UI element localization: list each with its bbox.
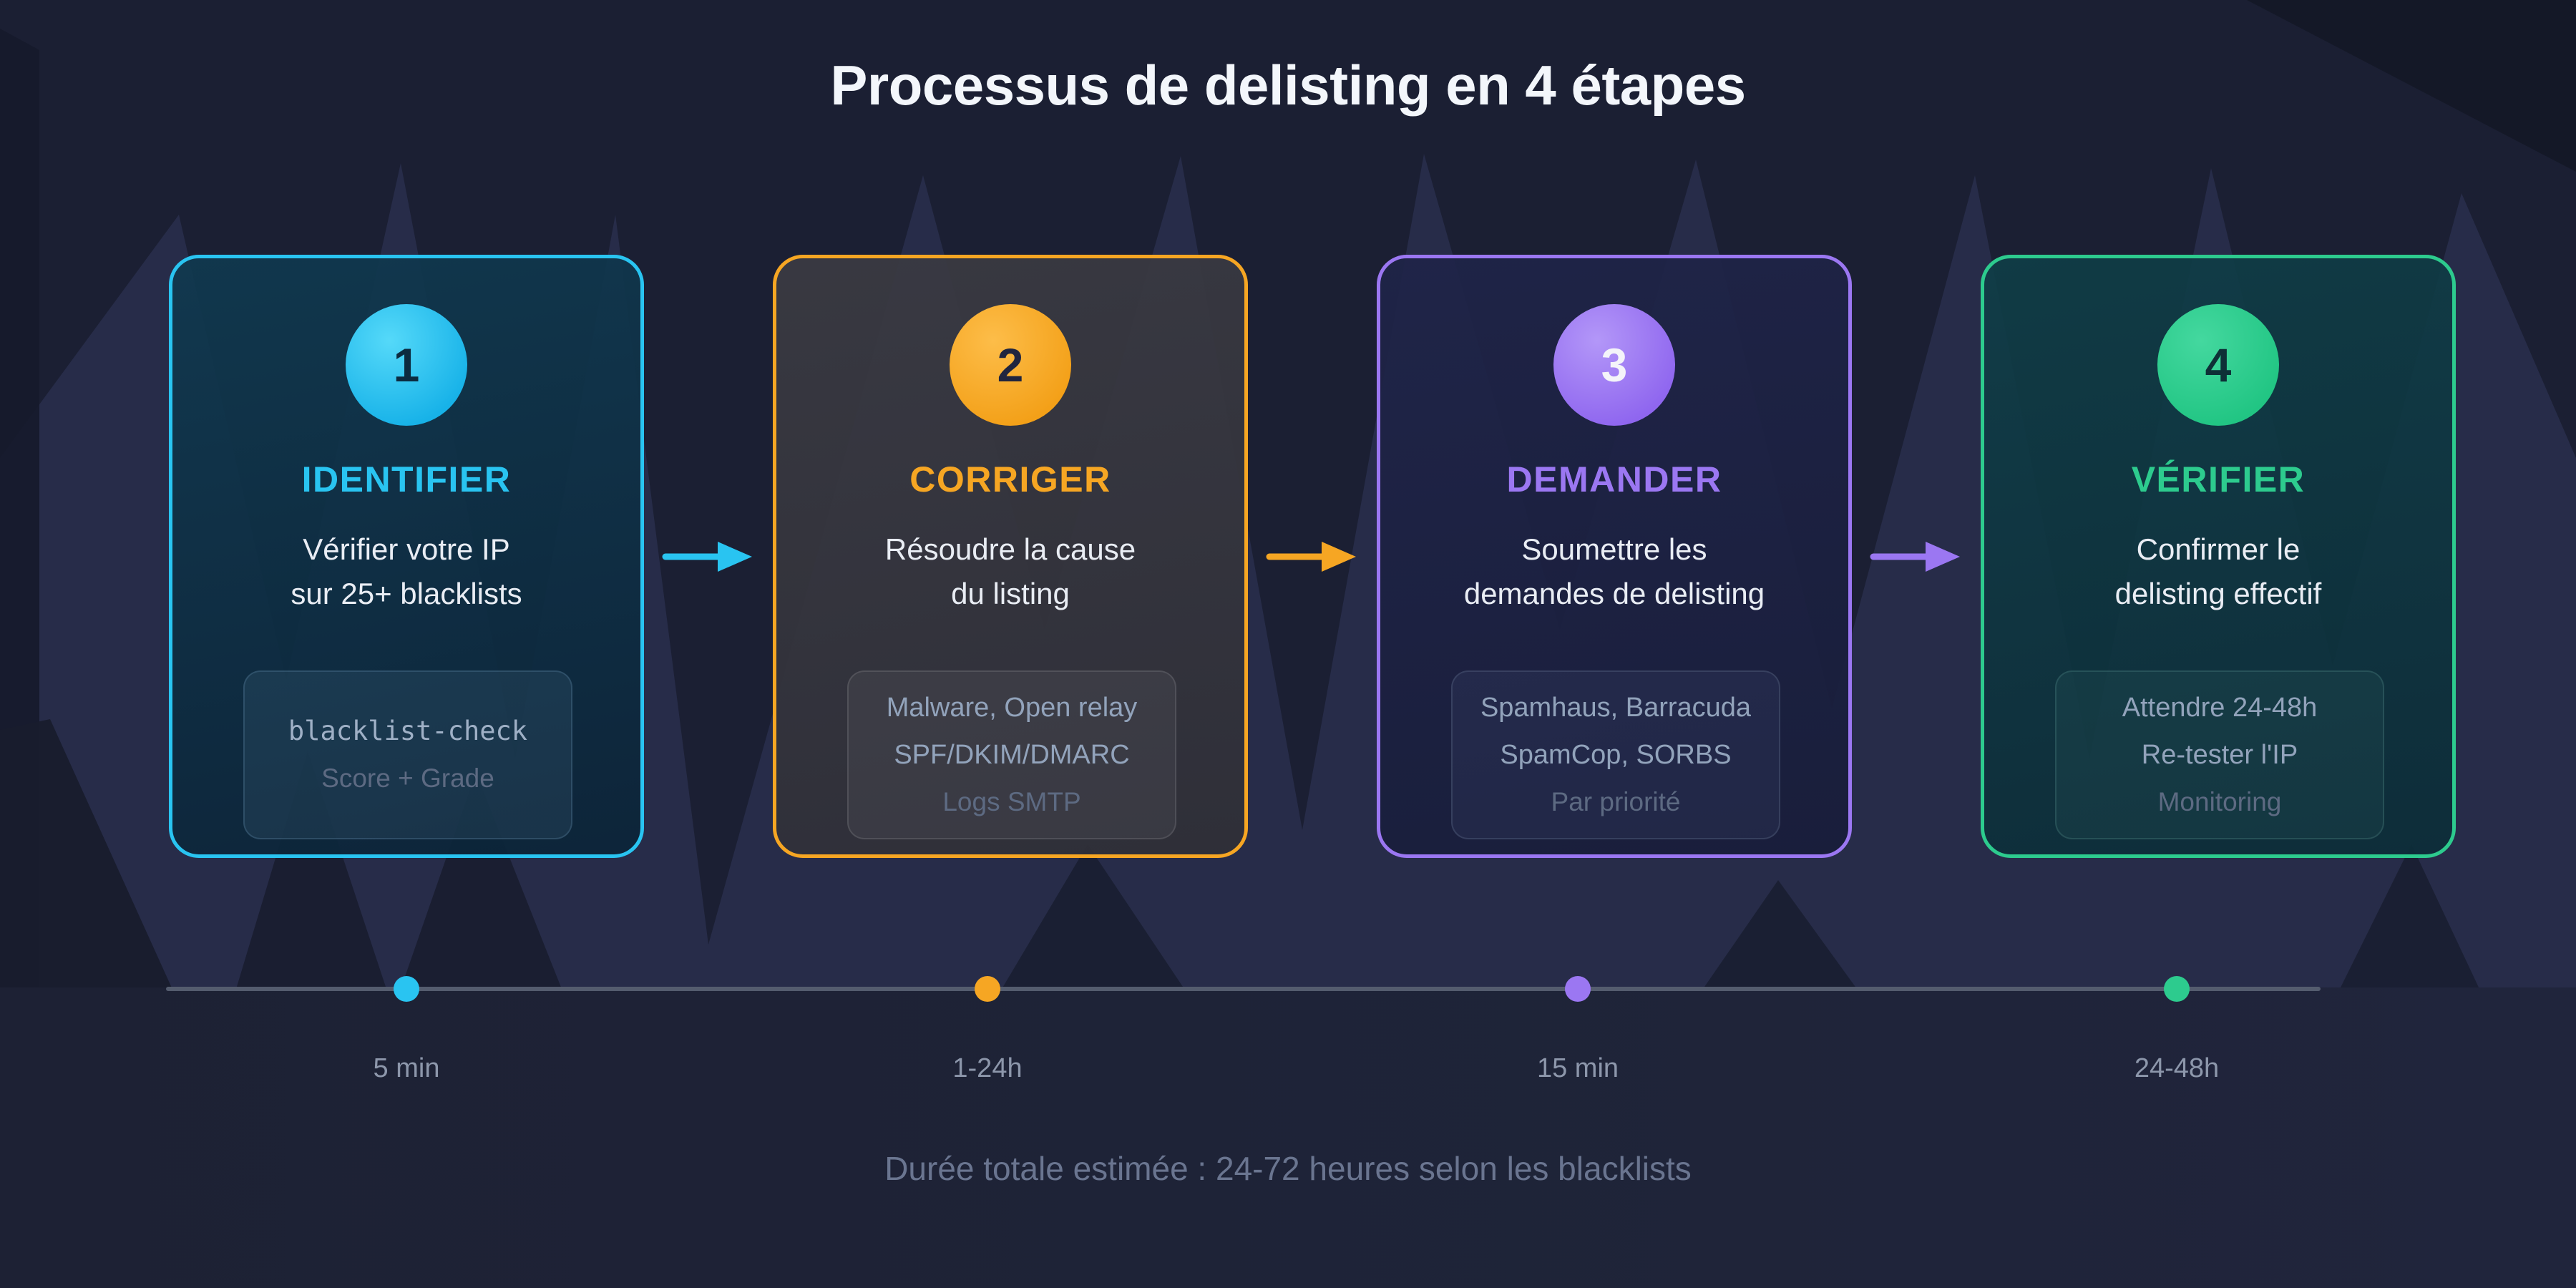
details-line: Re-tester l'IP xyxy=(2141,740,2298,770)
details-line: Malware, Open relay xyxy=(886,693,1138,723)
timeline-line xyxy=(166,987,2321,991)
step-card-demander: 3 DEMANDER Soumettre les demandes de del… xyxy=(1377,255,1852,858)
foreground-peak-shape xyxy=(2340,844,2479,989)
step-details-box: blacklist-check Score + Grade xyxy=(243,670,572,839)
step-description-line: Résoudre la cause xyxy=(884,532,1136,566)
total-duration-note: Durée totale estimée : 24-72 heures selo… xyxy=(884,1150,1692,1187)
step-number-badge: 3 xyxy=(1553,304,1675,426)
details-line: SPF/DKIM/DMARC xyxy=(894,740,1130,770)
foreground-peak-shape xyxy=(1703,880,1857,989)
details-line: Spamhaus, Barracuda xyxy=(1480,693,1752,723)
step-number: 3 xyxy=(1601,338,1628,391)
step-description: Résoudre la cause du listing xyxy=(885,527,1136,616)
step-number-badge: 1 xyxy=(346,304,467,426)
timeline-dot-step1 xyxy=(394,976,419,1002)
step-description-line: demandes de delisting xyxy=(1463,577,1765,610)
timeline-duration-step1: 5 min xyxy=(373,1053,440,1083)
step-card-identifier: 1 IDENTIFIER Vérifier votre IP sur 25+ b… xyxy=(169,255,644,858)
timeline-duration-step2: 1-24h xyxy=(952,1053,1023,1083)
step-description: Vérifier votre IP sur 25+ blacklists xyxy=(291,527,522,616)
step-description-line: delisting effectif xyxy=(2114,577,2322,610)
arrow-right-icon xyxy=(1870,542,1960,572)
details-line-muted: Logs SMTP xyxy=(942,787,1081,816)
step-details-box: Malware, Open relay SPF/DKIM/DMARC Logs … xyxy=(847,670,1176,839)
step-number: 2 xyxy=(997,338,1024,391)
timeline-duration-step3: 15 min xyxy=(1536,1053,1619,1083)
step-description-line: sur 25+ blacklists xyxy=(291,577,522,610)
step-description-line: Soumettre les xyxy=(1521,532,1707,566)
step-title: DEMANDER xyxy=(1506,459,1722,499)
arrow-right-icon xyxy=(1266,542,1356,572)
step-number: 4 xyxy=(2205,338,2232,391)
details-line-muted: Par priorité xyxy=(1551,787,1681,816)
details-line: blacklist-check xyxy=(288,716,528,746)
timeline-duration-step4: 24-48h xyxy=(2134,1053,2220,1083)
foreground-peak-shape xyxy=(236,751,386,989)
step-number-badge: 4 xyxy=(2157,304,2279,426)
step-description-line: Confirmer le xyxy=(2136,532,2301,566)
step-card-corriger: 2 CORRIGER Résoudre la cause du listing … xyxy=(773,255,1248,858)
corner-shade-shape xyxy=(2247,0,2576,172)
step-title: IDENTIFIER xyxy=(301,459,512,499)
step-description: Soumettre les demandes de delisting xyxy=(1464,527,1765,616)
page-title: Processus de delisting en 4 étapes xyxy=(830,54,1746,117)
details-line-muted: Score + Grade xyxy=(321,763,494,793)
details-line: Attendre 24-48h xyxy=(2122,693,2318,723)
step-description-line: Vérifier votre IP xyxy=(303,532,510,566)
step-details-box: Spamhaus, Barracuda SpamCop, SORBS Par p… xyxy=(1451,670,1780,839)
mountain-range-shape xyxy=(0,154,2576,989)
step-description-line: du listing xyxy=(951,577,1070,610)
step-number-badge: 2 xyxy=(950,304,1071,426)
step-title: CORRIGER xyxy=(909,459,1111,499)
details-line: SpamCop, SORBS xyxy=(1500,740,1732,770)
arrow-right-icon xyxy=(662,542,752,572)
step-card-verifier: 4 VÉRIFIER Confirmer le delisting effect… xyxy=(1981,255,2456,858)
details-line-muted: Monitoring xyxy=(2157,787,2282,816)
step-title: VÉRIFIER xyxy=(2131,459,2306,499)
timeline-dot-step4 xyxy=(2164,976,2190,1002)
foreground-peak-shape xyxy=(1002,844,1184,989)
timeline-dot-step2 xyxy=(975,976,1000,1002)
step-details-box: Attendre 24-48h Re-tester l'IP Monitorin… xyxy=(2055,670,2384,839)
step-description: Confirmer le delisting effectif xyxy=(2115,527,2322,616)
footer-ground-panel xyxy=(0,987,2576,1288)
step-number: 1 xyxy=(393,338,420,391)
timeline-dot-step3 xyxy=(1565,976,1591,1002)
foreground-peak-shape xyxy=(401,773,562,989)
